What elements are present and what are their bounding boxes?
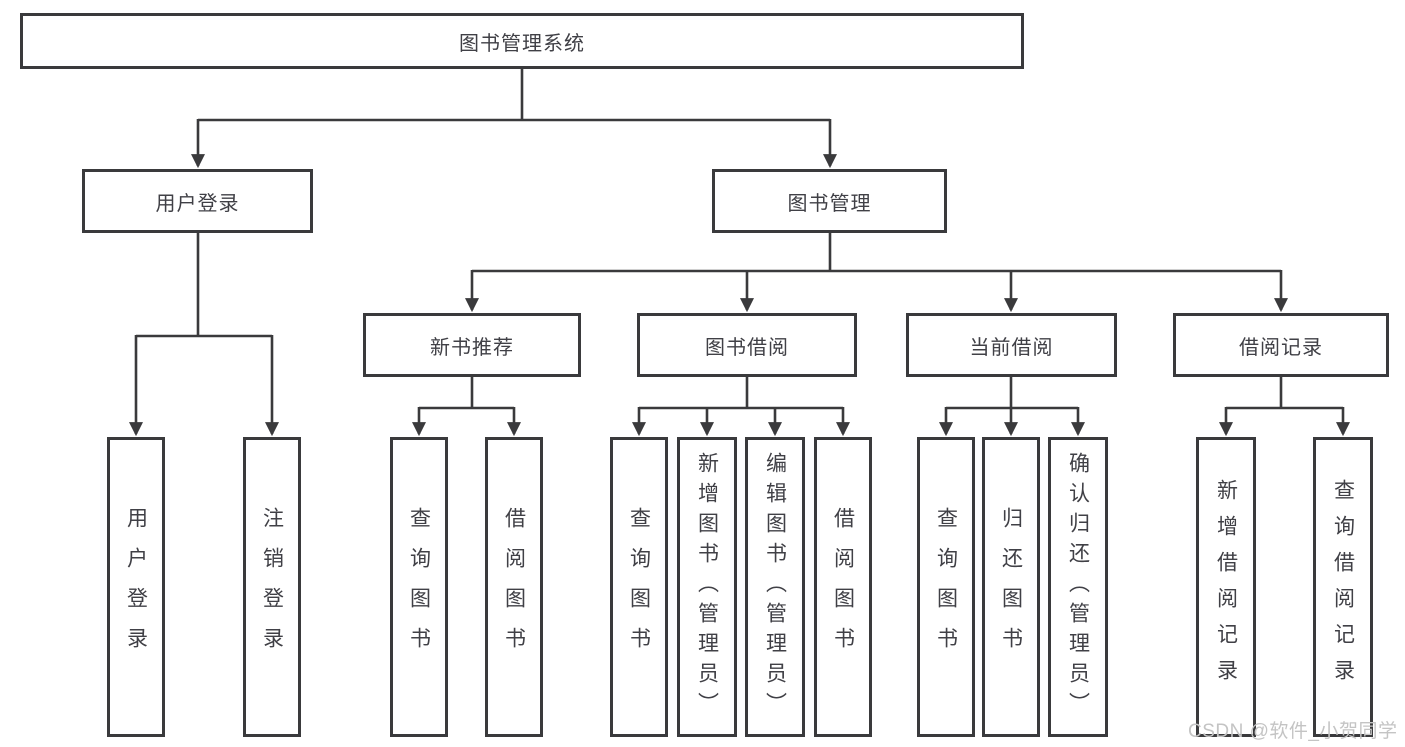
node-label: 查询图书 — [934, 507, 958, 667]
node-book-borrow: 图书借阅 — [637, 313, 857, 377]
node-label: 编辑图书（管理员） — [763, 452, 787, 722]
node-new-book-recommend: 新书推荐 — [363, 313, 581, 377]
node-label: 查询图书 — [627, 507, 651, 667]
node-user-login: 用户登录 — [82, 169, 313, 233]
node-label: 新增借阅记录 — [1214, 479, 1238, 695]
node-label: 确认归还（管理员） — [1066, 452, 1090, 722]
node-borrow-record: 借阅记录 — [1173, 313, 1389, 377]
leaf-logout-login: 注销登录 — [243, 437, 301, 737]
leaf-confirm-return-admin: 确认归还（管理员） — [1048, 437, 1108, 737]
leaf-borrow-query-book: 查询图书 — [610, 437, 668, 737]
leaf-add-borrow-record: 新增借阅记录 — [1196, 437, 1256, 737]
node-label: 新书推荐 — [430, 336, 514, 359]
leaf-recommend-query-book: 查询图书 — [390, 437, 448, 737]
node-label: 图书借阅 — [705, 336, 789, 359]
node-label: 查询图书 — [407, 507, 431, 667]
node-book-management: 图书管理 — [712, 169, 947, 233]
leaf-current-query-book: 查询图书 — [917, 437, 975, 737]
node-label: 借阅记录 — [1239, 336, 1323, 359]
leaf-user-login: 用户登录 — [107, 437, 165, 737]
node-label: 归还图书 — [999, 507, 1023, 667]
node-label: 借阅图书 — [831, 507, 855, 667]
node-label: 用户登录 — [124, 507, 148, 667]
node-root-system: 图书管理系统 — [20, 13, 1024, 69]
leaf-borrow-book: 借阅图书 — [814, 437, 872, 737]
leaf-edit-book-admin: 编辑图书（管理员） — [745, 437, 805, 737]
leaf-add-book-admin: 新增图书（管理员） — [677, 437, 737, 737]
node-label: 图书管理系统 — [459, 32, 585, 55]
leaf-return-book: 归还图书 — [982, 437, 1040, 737]
node-label: 当前借阅 — [969, 336, 1054, 359]
node-label: 借阅图书 — [502, 507, 526, 667]
leaf-query-borrow-record: 查询借阅记录 — [1313, 437, 1373, 737]
csdn-watermark: CSDN @软件_小贺同学 — [1188, 721, 1398, 742]
node-label: 用户登录 — [155, 192, 240, 215]
node-label: 图书管理 — [787, 192, 872, 215]
node-current-borrow: 当前借阅 — [906, 313, 1117, 377]
leaf-recommend-borrow-book: 借阅图书 — [485, 437, 543, 737]
node-label: 新增图书（管理员） — [695, 452, 719, 722]
node-label: 查询借阅记录 — [1331, 479, 1355, 695]
node-label: 注销登录 — [260, 507, 284, 667]
